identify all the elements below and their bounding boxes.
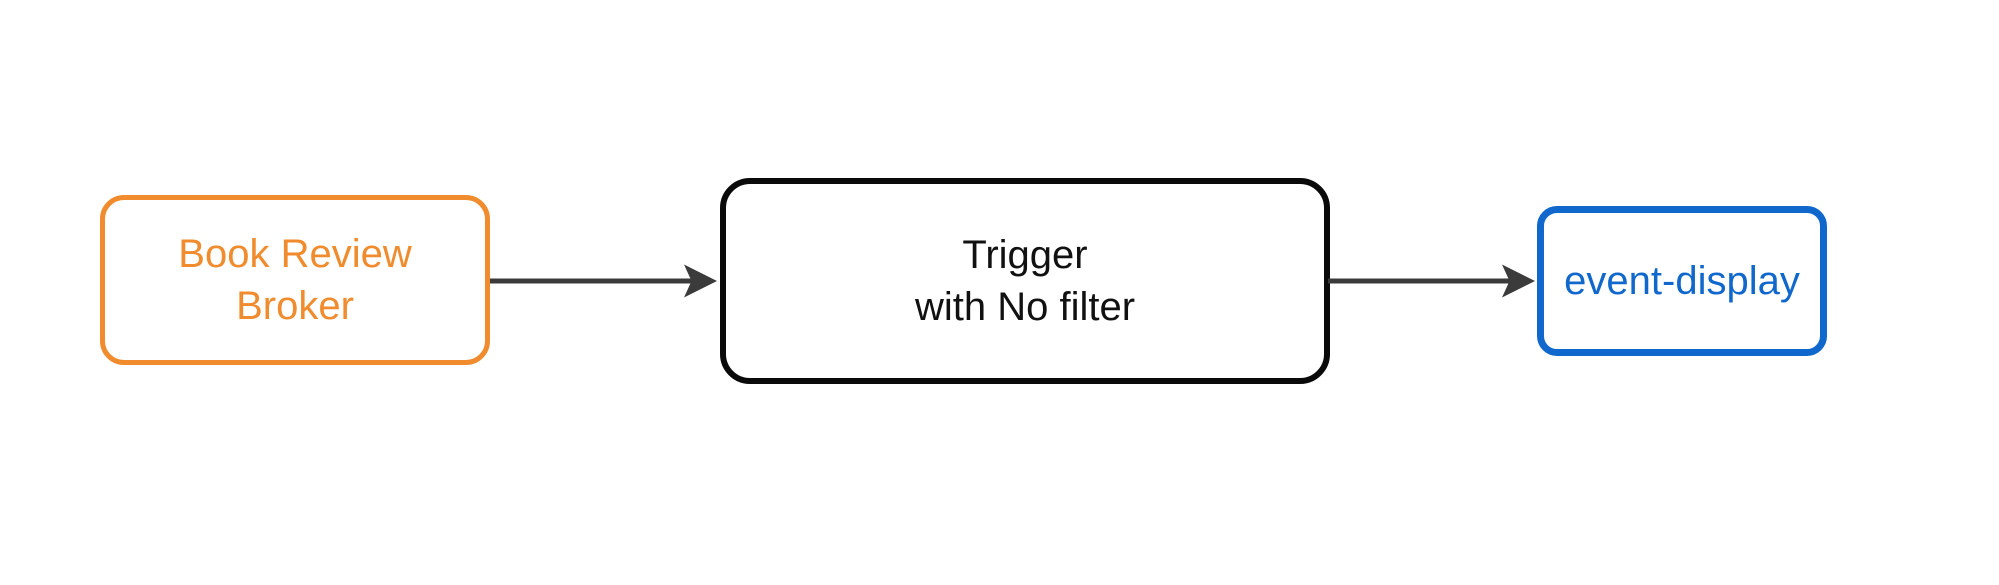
node-broker-label: Book Review Broker bbox=[178, 232, 412, 328]
edge-trigger-to-sink bbox=[1328, 264, 1536, 298]
node-trigger-label: Trigger with No filter bbox=[914, 233, 1136, 329]
node-trigger-with-no-filter[interactable]: Trigger with No filter bbox=[720, 178, 1330, 384]
node-event-display[interactable]: event-display bbox=[1537, 206, 1827, 356]
node-sink-label: event-display bbox=[1564, 259, 1800, 303]
node-book-review-broker[interactable]: Book Review Broker bbox=[100, 195, 490, 365]
edge-broker-to-trigger bbox=[490, 264, 718, 298]
